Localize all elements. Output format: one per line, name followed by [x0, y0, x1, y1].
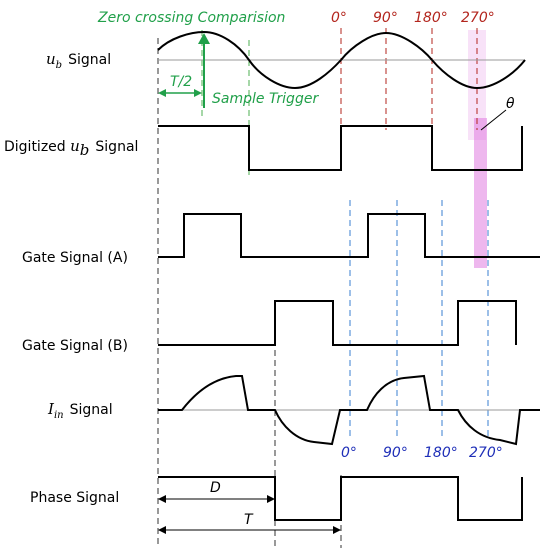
iin-wave: [158, 374, 540, 446]
top-phase-mark-180: 180°: [414, 10, 448, 26]
d-label: D: [210, 480, 221, 496]
theta-band: [474, 118, 487, 268]
ub-sine-wave: [157, 30, 526, 90]
sample-trigger-arrowhead: [198, 33, 210, 44]
phase-signal-wave: [158, 476, 523, 521]
sample-trigger-label: Sample Trigger: [212, 91, 319, 107]
gate-b-label: Gate Signal (B): [22, 338, 128, 354]
d-arrowhead-right: [267, 495, 275, 503]
theta-label: θ: [506, 96, 515, 112]
t-label: T: [244, 512, 254, 528]
t-arrowhead-left: [158, 526, 166, 534]
gate-b-wave: [158, 300, 517, 346]
gate-a-wave: [158, 213, 540, 258]
d-arrowhead-left: [158, 495, 166, 503]
half-period-arrowhead-right: [194, 89, 202, 97]
theta-band-top: [468, 30, 486, 140]
top-phase-mark-90: 90°: [373, 10, 398, 26]
gate-a-label: Gate Signal (A): [22, 250, 128, 266]
phase-signal-label: Phase Signal: [30, 490, 119, 506]
bottom-phase-mark-0: 0°: [341, 445, 357, 461]
half-period-arrowhead-left: [158, 89, 166, 97]
theta-leader: [480, 109, 507, 131]
top-phase-mark-270: 270°: [461, 10, 495, 26]
digitized-ub-wave: [158, 125, 523, 171]
bottom-phase-mark-90: 90°: [383, 445, 408, 461]
bottom-phase-mark-180: 180°: [424, 445, 458, 461]
t-arrowhead-right: [333, 526, 341, 534]
top-phase-mark-0: 0°: [331, 10, 347, 26]
bottom-phase-mark-270: 270°: [469, 445, 503, 461]
half-period-label: T/2: [170, 74, 192, 90]
zero-crossing-label: Zero crossing Comparision: [97, 10, 285, 26]
